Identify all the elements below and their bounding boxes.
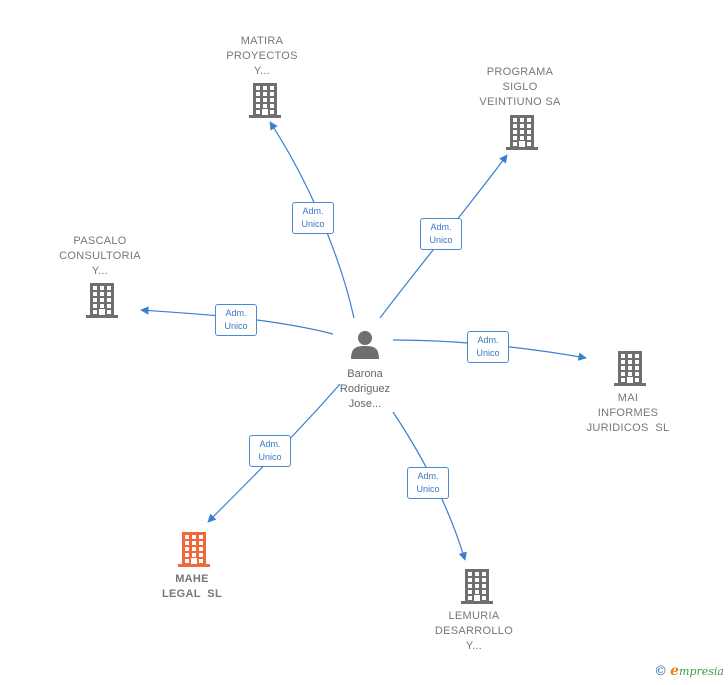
building-icon[interactable] — [461, 569, 493, 604]
role-badge-line: Adm. — [225, 308, 247, 318]
role-badge-pascalo[interactable]: Adm. Unico — [215, 304, 257, 336]
company-label-mahe[interactable]: MAHE LEGAL SL — [162, 573, 222, 600]
brand-logo-letter: e — [670, 663, 680, 679]
building-icon[interactable] — [614, 351, 646, 386]
building-icon[interactable] — [178, 532, 210, 567]
building-icon[interactable] — [86, 283, 118, 318]
role-badge-line: Unico — [416, 484, 440, 494]
role-badge-mahe[interactable]: Adm. Unico — [249, 435, 291, 467]
company-label-matira[interactable]: MATIRA PROYECTOS Y... — [226, 35, 298, 77]
building-icon[interactable] — [249, 83, 281, 118]
person-icon[interactable] — [351, 331, 379, 359]
role-badge-lemuria[interactable]: Adm. Unico — [407, 467, 449, 499]
company-label-mai[interactable]: MAI INFORMES JURIDICOS SL — [586, 392, 670, 434]
brand-name: mpresia — [679, 665, 724, 678]
role-badge-line: Unico — [224, 321, 248, 331]
role-badge-line: Unico — [301, 219, 325, 229]
role-badge-line: Adm. — [477, 335, 499, 345]
role-badge-line: Unico — [429, 235, 453, 245]
role-badge-line: Adm. — [259, 439, 281, 449]
company-label-pascalo[interactable]: PASCALO CONSULTORIA Y... — [59, 235, 141, 277]
role-badge-line: Adm. — [417, 471, 439, 481]
brand-watermark: ©empresia — [654, 663, 724, 679]
role-badge-line: Unico — [258, 452, 282, 462]
role-badge-programa[interactable]: Adm. Unico — [420, 218, 462, 250]
role-badge-line: Adm. — [302, 206, 324, 216]
role-badge-line: Unico — [476, 348, 500, 358]
person-label[interactable]: Barona Rodriguez Jose... — [339, 368, 391, 410]
building-icon[interactable] — [506, 115, 538, 150]
company-label-programa[interactable]: PROGRAMA SIGLO VEINTIUNO SA — [479, 66, 561, 108]
copyright-symbol: © — [654, 664, 668, 679]
role-badge-matira[interactable]: Adm. Unico — [292, 202, 334, 234]
company-label-lemuria[interactable]: LEMURIA DESARROLLO Y... — [434, 610, 514, 652]
role-badge-line: Adm. — [430, 222, 452, 232]
role-badge-mai[interactable]: Adm. Unico — [467, 331, 509, 363]
